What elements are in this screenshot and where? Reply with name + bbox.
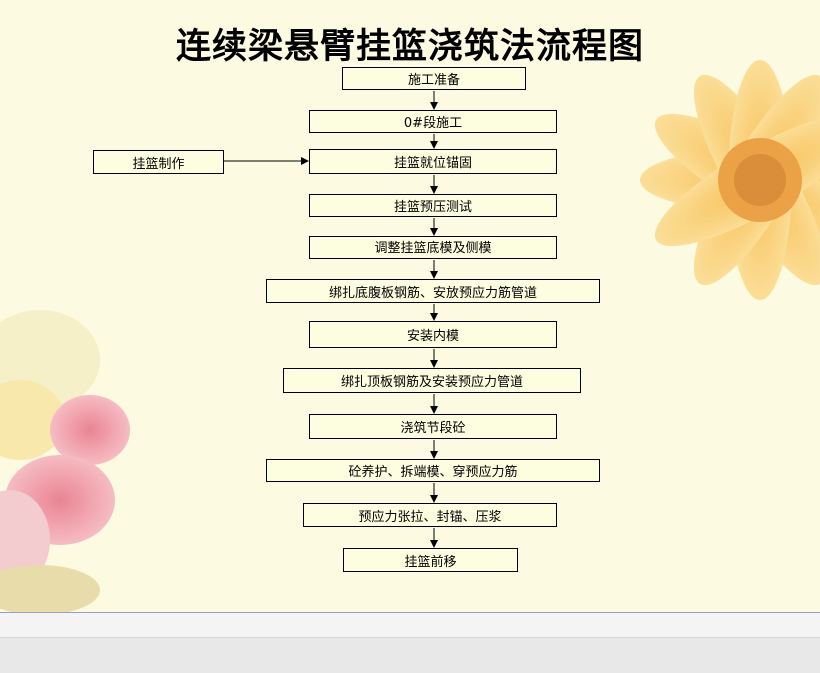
flow-step-5: 调整挂篮底模及侧模 <box>309 236 557 259</box>
bottom-panel <box>0 638 820 673</box>
flow-step-7: 安装内模 <box>309 321 557 348</box>
flow-step-12: 挂篮前移 <box>343 548 518 572</box>
side-step: 挂篮制作 <box>93 150 224 174</box>
flow-step-2: 0#段施工 <box>309 110 557 133</box>
flow-step-9: 浇筑节段砼 <box>309 414 557 439</box>
page-title: 连续梁悬臂挂篮浇筑法流程图 <box>175 26 644 67</box>
flow-step-4: 挂篮预压测试 <box>309 194 557 217</box>
flow-arrows <box>224 91 438 548</box>
flow-step-6: 绑扎底腹板钢筋、安放预应力筋管道 <box>266 279 600 303</box>
flow-step-1: 施工准备 <box>342 67 526 90</box>
status-strip <box>0 613 820 638</box>
flower-decoration <box>0 60 820 612</box>
flow-step-10: 砼养护、拆端模、穿预应力筋 <box>266 459 600 482</box>
slide-canvas: 连续梁悬臂挂篮浇筑法流程图 施工准备 0#段施工 挂篮就位锚固 挂篮制作 挂篮预… <box>0 0 820 613</box>
flow-step-8: 绑扎顶板钢筋及安装预应力管道 <box>283 368 581 393</box>
flow-step-3: 挂篮就位锚固 <box>309 149 557 174</box>
flow-step-11: 预应力张拉、封锚、压浆 <box>303 503 557 527</box>
